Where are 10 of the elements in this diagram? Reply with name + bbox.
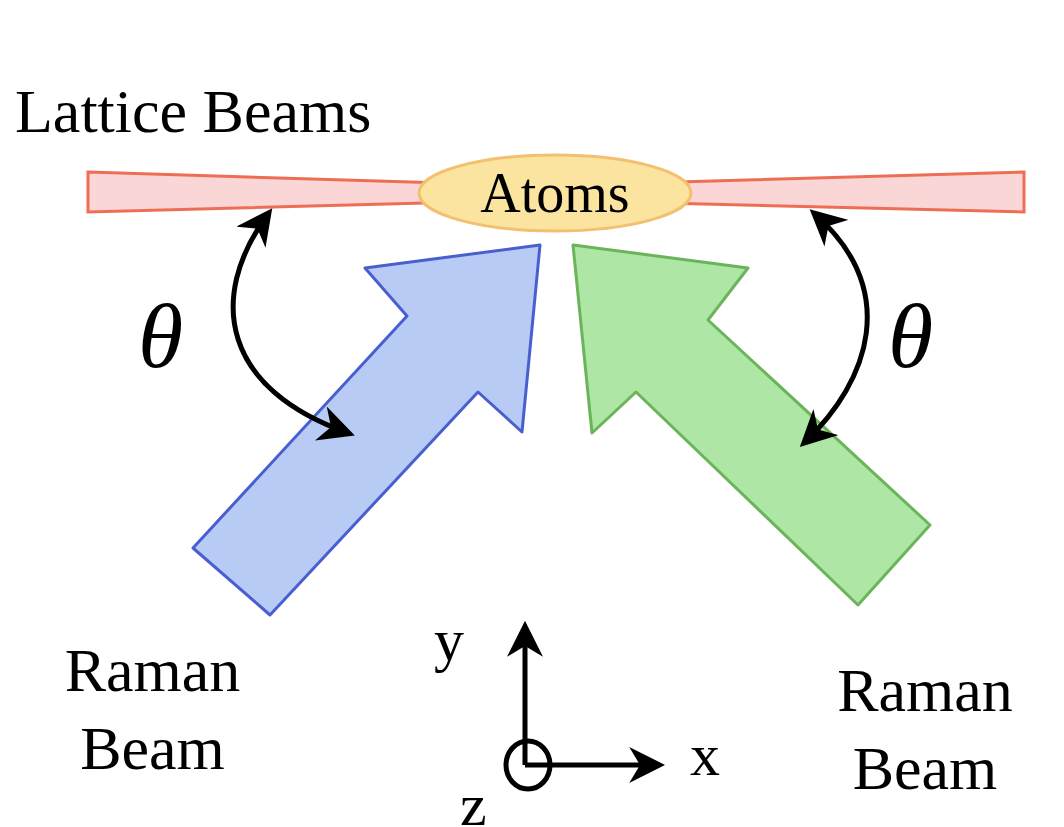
angle-arrow	[230, 207, 355, 439]
angle-symbol: θ	[138, 290, 184, 382]
beam-label: Lattice Beams	[15, 80, 372, 142]
axis-label: z	[460, 775, 487, 827]
angle-symbol: θ	[888, 290, 934, 382]
atoms-label: Atoms	[480, 165, 630, 221]
angle-arrow	[800, 208, 870, 448]
axis-label: x	[690, 725, 720, 785]
beam-label: Raman Beam	[836, 655, 1014, 804]
beam-label: Raman Beam	[63, 635, 242, 784]
